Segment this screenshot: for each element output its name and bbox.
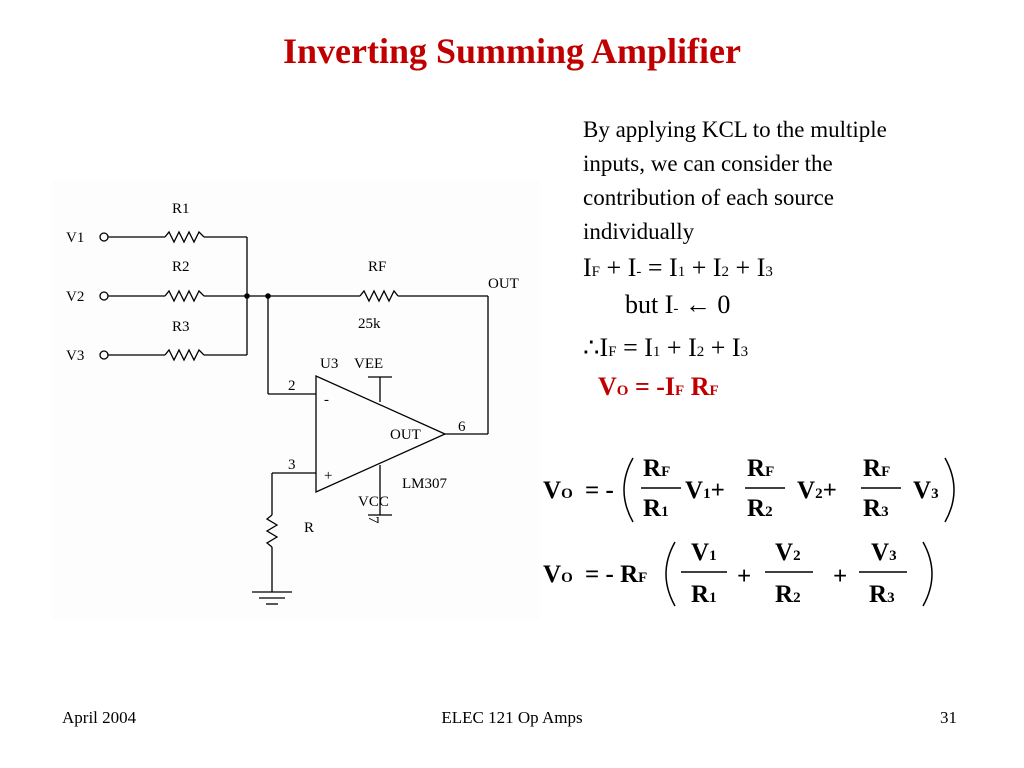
junction-dot <box>265 293 271 299</box>
footer-course: ELEC 121 Op Amps <box>441 708 583 727</box>
label-r1: R1 <box>172 201 190 217</box>
label-rf-value: 25k <box>358 316 381 332</box>
junction-dot <box>244 293 250 299</box>
label-opamp-out: OUT <box>390 427 421 443</box>
svg-text:R2: R2 <box>775 581 801 608</box>
page-number: 31 <box>940 708 957 727</box>
svg-text:R3: R3 <box>863 495 889 522</box>
label-minus: - <box>324 392 329 408</box>
svg-text:R2: R2 <box>747 495 773 522</box>
label-out: OUT <box>488 276 519 292</box>
svg-text:+: + <box>833 563 847 590</box>
svg-text:R3: R3 <box>869 581 895 608</box>
svg-text:RF: RF <box>863 455 890 482</box>
but-equation: but I- ← 0 <box>625 290 731 319</box>
label-r3: R3 <box>172 319 190 335</box>
label-pin6: 6 <box>458 419 466 435</box>
resistor-rf <box>359 289 399 303</box>
svg-text:R1: R1 <box>643 495 669 522</box>
svg-text:V2+: V2+ <box>797 477 837 504</box>
f1-lhs: VO <box>543 477 573 504</box>
label-pin7: 7 <box>365 516 381 524</box>
opamp-symbol <box>315 374 447 494</box>
left-paren <box>623 457 634 523</box>
right-paren <box>944 457 955 523</box>
label-pin2: 2 <box>288 378 296 394</box>
summing-formulas: VO = - RF R1 V1+ RF R2 V2+ RF R3 V3 VO =… <box>543 455 955 608</box>
svg-text:V3: V3 <box>913 477 939 504</box>
svg-text:RF: RF <box>747 455 774 482</box>
svg-text:V3: V3 <box>871 539 897 566</box>
label-r2: R2 <box>172 259 190 275</box>
circuit-schematic: V1 V2 V3 R1 R2 R3 RF 25k OUT U3 VEE 2 - … <box>52 180 540 620</box>
svg-text:V1+: V1+ <box>685 477 725 504</box>
label-v1: V1 <box>66 230 84 246</box>
slide-title: Inverting Summing Amplifier <box>282 31 741 71</box>
svg-text:+: + <box>737 563 751 590</box>
kcl-description: By applying KCL to the multiple inputs, … <box>583 117 887 244</box>
label-r: R <box>304 520 314 536</box>
svg-text:R1: R1 <box>691 581 717 608</box>
f1-eq: = - <box>585 477 614 504</box>
svg-text:V1: V1 <box>691 539 717 566</box>
footer-date: April 2004 <box>62 708 137 727</box>
resistor-r3 <box>164 348 205 362</box>
label-v2: V2 <box>66 289 84 305</box>
svg-text:VO: VO <box>543 561 573 588</box>
label-u3: U3 <box>320 356 338 372</box>
resistor-r <box>265 514 279 548</box>
therefore-equation: ∴IF = I1 + I2 + I3 <box>583 333 749 362</box>
label-plus: + <box>324 468 332 484</box>
resistor-r1 <box>164 230 205 244</box>
kcl-equation: IF + I- = I1 + I2 + I3 <box>583 253 773 282</box>
resistor-r2 <box>164 289 205 303</box>
label-v3: V3 <box>66 348 84 364</box>
label-lm307: LM307 <box>402 476 448 492</box>
svg-text:V2: V2 <box>775 539 801 566</box>
label-vcc: VCC <box>358 494 389 510</box>
label-rf: RF <box>368 259 386 275</box>
svg-text:= - RF: = - RF <box>585 561 647 588</box>
label-vee: VEE <box>354 356 383 372</box>
svg-text:RF: RF <box>643 455 670 482</box>
vout-equation: VO = -IF RF <box>598 372 719 401</box>
label-pin3: 3 <box>288 457 296 473</box>
